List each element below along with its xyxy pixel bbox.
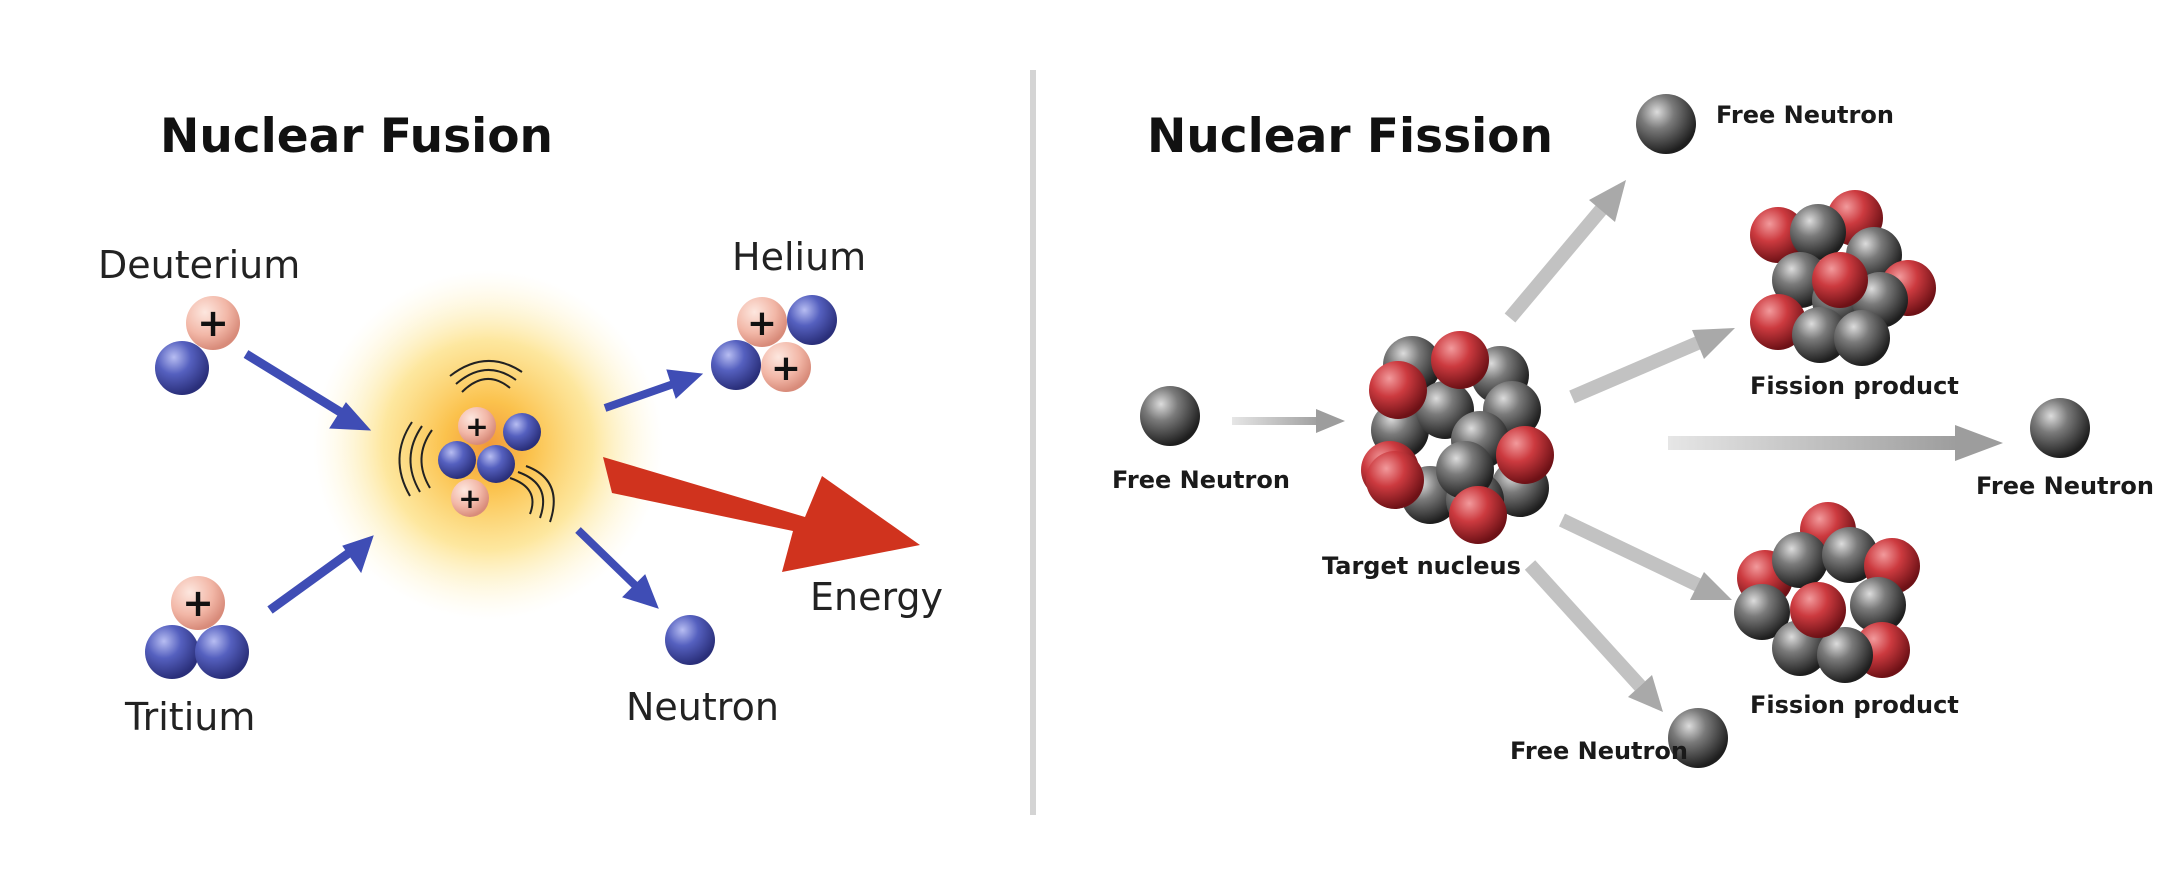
proton-sphere — [171, 576, 225, 630]
neutron-sphere — [195, 625, 249, 679]
tritium-label: Tritium — [124, 695, 255, 739]
proton-plus-icon: + — [771, 348, 801, 389]
proton-sphere — [451, 479, 489, 517]
neutron-label: Neutron — [626, 685, 779, 729]
neutron-sphere — [503, 413, 541, 451]
helium-nucleus: + + — [711, 295, 837, 392]
right-neutron-label: Free Neutron — [1976, 472, 2154, 500]
proton-plus-icon: + — [458, 482, 481, 515]
deuterium-arrow — [243, 350, 372, 431]
neutron-sphere — [438, 441, 476, 479]
neutron-sphere — [477, 445, 515, 483]
lower-fission-product-label: Fission product — [1750, 691, 1959, 719]
incoming-neutron-label: Free Neutron — [1112, 466, 1290, 494]
arrow-to-top-neutron — [1504, 180, 1626, 323]
tritium-nucleus: + — [145, 576, 249, 679]
arrow-to-right-neutron — [1668, 425, 2003, 461]
energy-arrow — [603, 457, 920, 572]
proton-plus-icon: + — [182, 581, 214, 625]
incoming-neutron-arrow — [1232, 409, 1345, 433]
bottom-neutron-label: Free Neutron — [1510, 737, 1688, 765]
proton-plus-icon: + — [747, 303, 777, 344]
target-nucleus — [1361, 331, 1554, 544]
arrow-to-lower-product — [1558, 513, 1732, 600]
upper-fission-product-label: Fission product — [1750, 372, 1959, 400]
neutron-arrow — [575, 527, 659, 609]
fusing-nucleus: + + — [438, 407, 541, 517]
helium-arrow — [603, 369, 704, 412]
helium-label: Helium — [732, 235, 866, 279]
neutron-sphere — [155, 341, 209, 395]
proton-sphere — [737, 297, 787, 347]
deuterium-nucleus: + — [155, 296, 240, 395]
neutron-sphere — [145, 625, 199, 679]
lower-fission-product — [1734, 502, 1920, 683]
incoming-free-neutron — [1140, 386, 1200, 446]
proton-sphere — [761, 342, 811, 392]
energy-label: Energy — [810, 575, 943, 619]
fission-arrows — [1232, 180, 2003, 712]
tritium-arrow — [267, 535, 374, 614]
top-free-neutron — [1636, 94, 1696, 154]
upper-fission-product — [1750, 190, 1936, 366]
proton-sphere — [458, 407, 496, 445]
neutron-sphere — [787, 295, 837, 345]
deuterium-label: Deuterium — [98, 243, 300, 287]
emitted-neutron — [665, 615, 715, 665]
neutron-sphere — [711, 340, 761, 390]
proton-plus-icon: + — [197, 301, 229, 345]
arrow-to-upper-product — [1569, 328, 1735, 404]
arrow-to-bottom-neutron — [1524, 560, 1663, 712]
proton-plus-icon: + — [465, 410, 488, 443]
fusion-reaction-glow — [313, 270, 663, 620]
bottom-free-neutron — [1668, 708, 1728, 768]
target-nucleus-label: Target nucleus — [1322, 552, 1521, 580]
fission-title: Nuclear Fission — [1147, 109, 1553, 164]
vibration-lines-icon — [398, 360, 555, 523]
proton-sphere — [186, 296, 240, 350]
panel-divider — [1030, 70, 1036, 815]
top-neutron-label: Free Neutron — [1716, 101, 1894, 129]
right-free-neutron — [2030, 398, 2090, 458]
fusion-title: Nuclear Fusion — [160, 109, 553, 164]
